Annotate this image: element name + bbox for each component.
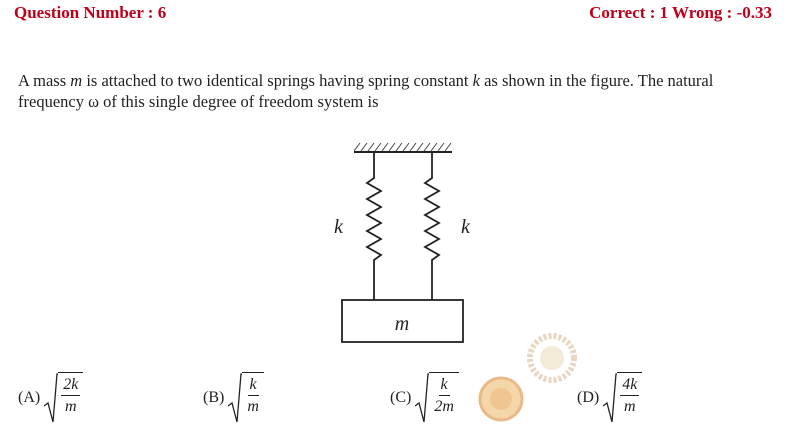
mass-symbol: m [70,71,83,90]
fixed-support [353,142,452,153]
watermark-emblem-icon [478,376,524,422]
k-symbol: k [472,71,480,90]
option-c[interactable]: (C) k 2m [390,372,459,424]
option-d[interactable]: (D) 4k m [577,372,643,424]
mass-label: m [395,313,409,335]
spring-mass-figure: k k m [334,142,471,343]
omega-symbol: ω [88,92,99,111]
option-d-numerator: 4k [620,375,640,396]
option-d-radical: 4k m [603,372,643,424]
option-b-denominator: m [247,398,259,415]
option-b-numerator: k [247,375,259,396]
left-spring [365,152,383,300]
option-d-label: (D) [577,389,600,406]
left-spring-label: k [334,216,344,238]
option-c-numerator: k [438,375,450,396]
question-text: A mass m is attached to two identical sp… [18,71,714,111]
watermark-seal-icon [527,333,577,383]
option-d-denominator: m [623,398,636,415]
right-spring [423,152,441,300]
question-number: Question Number : 6 [14,3,167,22]
option-c-label: (C) [390,389,412,406]
right-spring-label: k [461,216,471,238]
scoring-info: Correct : 1 Wrong : -0.33 [589,3,772,22]
option-a-label: (A) [18,389,41,406]
option-a-denominator: m [64,398,77,415]
option-a[interactable]: (A) 2k m [18,372,84,424]
mass-block [341,299,464,343]
option-b-label: (B) [203,389,225,406]
option-a-numerator: 2k [61,375,81,396]
option-c-radical: k 2m [415,372,459,424]
option-a-radical: 2k m [44,372,84,424]
option-c-denominator: 2m [434,398,454,415]
